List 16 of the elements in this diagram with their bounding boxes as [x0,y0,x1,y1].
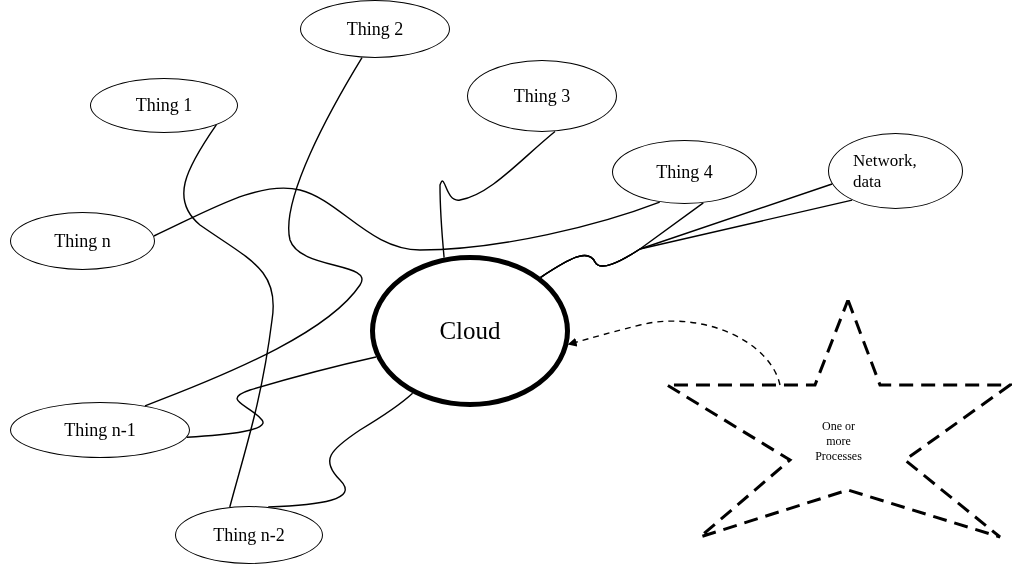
connector-line [186,356,377,438]
star-shape [665,300,1012,540]
node-label: Network, data [853,149,918,193]
node-label: Thing 3 [513,84,571,108]
node-label: Thing n-2 [213,523,285,547]
connector-line [144,56,363,407]
node-label: Thing 1 [135,94,193,117]
node-label: Thing n-1 [64,418,136,442]
node-label: Thing 2 [346,17,404,41]
connector-line [183,124,274,508]
connector-line [567,320,781,386]
connector-line [153,187,661,251]
node-label: Cloud [439,316,501,347]
node-label: One or more Processes [814,418,863,464]
node-label: Thing 4 [656,160,713,184]
node-label: Thing n [54,229,111,253]
